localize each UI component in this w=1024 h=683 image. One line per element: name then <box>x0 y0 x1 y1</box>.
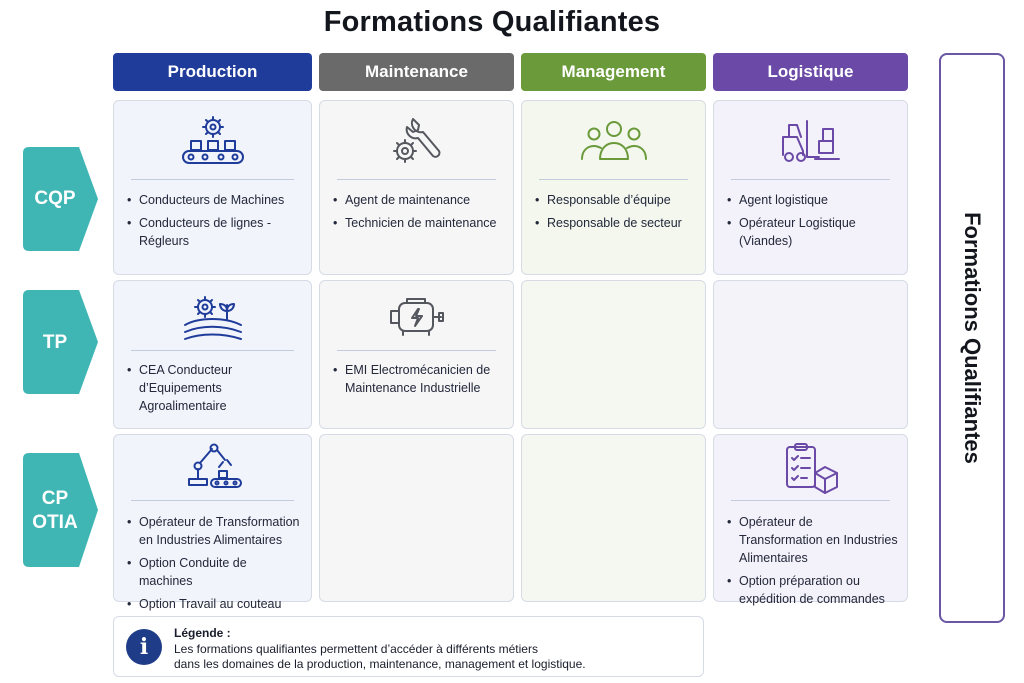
list-item: Opérateur de Transformation en Industrie… <box>726 513 899 567</box>
list-item: Agent logistique <box>726 191 899 209</box>
chevron-tag-shape <box>23 453 98 567</box>
team-icon <box>522 113 705 169</box>
conveyor-gear-icon <box>114 113 311 169</box>
cell-cqp-logistique: Agent logistique Opérateur Logistique (V… <box>713 100 908 275</box>
cell-cqp-production: Conducteurs de Machines Conducteurs de l… <box>113 100 312 275</box>
list-item: CEA Conducteur d’Equipements Agroaliment… <box>126 361 303 415</box>
list-item: Responsable de secteur <box>534 214 697 232</box>
cell-otia-production: Opérateur de Transformation en Industrie… <box>113 434 312 613</box>
legend-title: Légende : <box>174 626 231 640</box>
robot-arm-icon <box>114 441 311 497</box>
column-header-production: Production <box>113 53 312 91</box>
chevron-tag-shape <box>23 290 98 394</box>
cell-cqp-management: Responsable d’équipe Responsable de sect… <box>521 100 706 275</box>
row-tag-label: TP <box>42 332 68 353</box>
list-item: Opérateur Logistique (Viandes) <box>726 214 899 250</box>
column-header-label: Maintenance <box>365 62 468 81</box>
list-item: Technicien de maintenance <box>332 214 505 232</box>
forklift-icon <box>714 113 907 169</box>
chevron-tag-shape <box>23 147 98 251</box>
list-item: Conducteurs de Machines <box>126 191 303 209</box>
side-label-box: Formations Qualifiantes <box>939 53 1005 623</box>
column-header-label: Logistique <box>767 62 854 81</box>
info-icon: i <box>126 629 162 665</box>
cell-tp-production: CEA Conducteur d’Equipements Agroaliment… <box>113 280 312 429</box>
list-item: Conducteurs de lignes - Régleurs <box>126 214 303 250</box>
row-tag-label: CP <box>41 488 69 509</box>
cell-tp-management <box>521 280 706 429</box>
list-item: Option Travail au couteau <box>126 595 303 613</box>
legend-text-line-1: Les formations qualifiantes permettent d… <box>174 642 538 656</box>
row-tag-label: CQP <box>34 188 76 209</box>
page-title: Formations Qualifiantes <box>323 6 661 38</box>
electric-motor-icon <box>320 289 513 345</box>
row-tag-cqp: CQP <box>23 147 99 251</box>
gear-field-icon <box>114 289 311 345</box>
list-item: Agent de maintenance <box>332 191 505 209</box>
list-item: Responsable d’équipe <box>534 191 697 209</box>
cell-tp-maintenance: EMI Electromécanicien de Maintenance Ind… <box>319 280 514 429</box>
legend-text-line-2: dans les domaines de la production, main… <box>174 657 586 671</box>
list-item: Option Conduite de machines <box>126 554 303 590</box>
cell-tp-logistique <box>713 280 908 429</box>
row-tag-label: OTIA <box>32 512 78 533</box>
column-header-logistique: Logistique <box>713 53 908 91</box>
list-item: Opérateur de Transformation en Industrie… <box>126 513 303 549</box>
side-label: Formations Qualifiantes <box>960 212 985 464</box>
list-item: Option préparation ou expédition de comm… <box>726 572 899 608</box>
row-tag-cp-otia: CP OTIA <box>23 453 99 567</box>
row-tag-tp: TP <box>23 290 99 394</box>
cell-otia-logistique: Opérateur de Transformation en Industrie… <box>713 434 908 606</box>
list-item: EMI Electromécanicien de Maintenance Ind… <box>332 361 505 397</box>
column-header-management: Management <box>521 53 706 91</box>
cell-otia-maintenance <box>319 434 514 602</box>
checklist-box-icon <box>714 441 907 497</box>
wrench-gear-icon <box>320 113 513 169</box>
column-header-label: Production <box>167 62 258 81</box>
legend-box: i Légende : Les formations qualifiantes … <box>113 616 704 677</box>
cell-cqp-maintenance: Agent de maintenance Technicien de maint… <box>319 100 514 275</box>
cell-otia-management <box>521 434 706 602</box>
column-header-maintenance: Maintenance <box>319 53 514 91</box>
column-header-label: Management <box>561 62 666 81</box>
